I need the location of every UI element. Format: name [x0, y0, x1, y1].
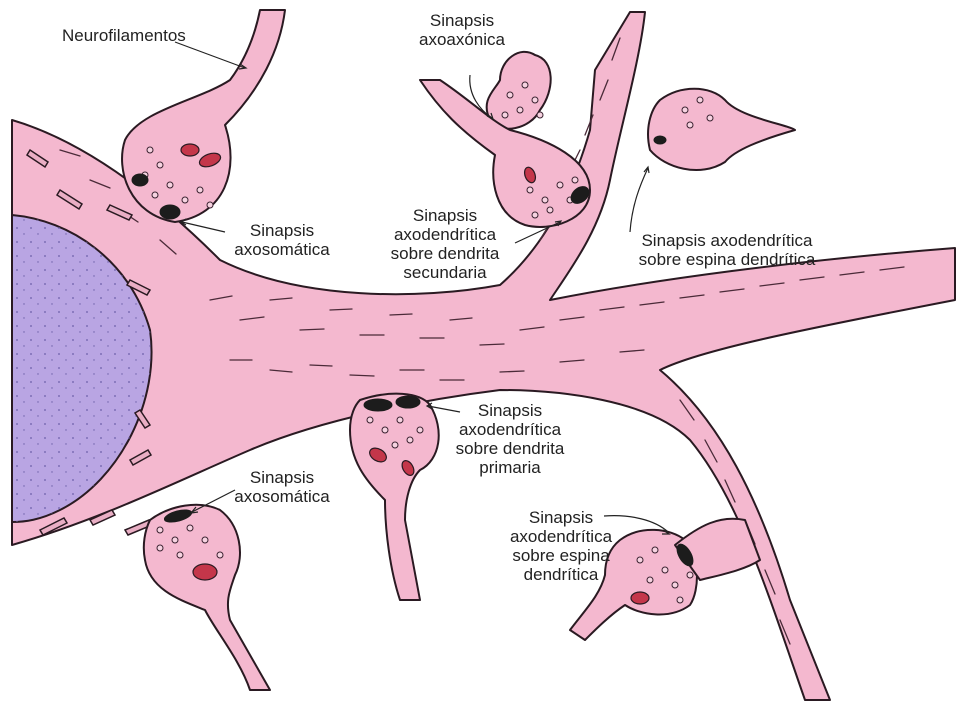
mitochondria — [180, 143, 650, 605]
label-sinapsis-axodendritica-primaria: Sinapsis axodendrítica sobre dendrita pr… — [455, 401, 565, 477]
label-neurofilamentos: Neurofilamentos — [62, 26, 186, 45]
leader-arrows — [174, 41, 671, 535]
neuron-body — [11, 11, 956, 701]
label-sinapsis-axodendritica-espina-top: Sinapsis axodendrítica sobre espina dend… — [638, 231, 816, 269]
label-sinapsis-axodendritica-espina-bottom: Sinapsis axodendrítica sobre espina dend… — [509, 508, 613, 584]
label-sinapsis-axodendritica-secundaria: Sinapsis axodendrítica sobre dendrita se… — [390, 206, 500, 282]
axon-terminals — [121, 9, 796, 691]
synaptic-contacts — [131, 135, 694, 567]
label-sinapsis-axosomatica-top: Sinapsis axosomática — [234, 221, 330, 259]
label-sinapsis-axosomatica-bottom: Sinapsis axosomática — [234, 468, 330, 506]
label-sinapsis-axoaxonica: Sinapsis axoaxónica — [418, 11, 505, 49]
synaptic-vesicles — [141, 81, 714, 604]
organelles — [25, 148, 154, 536]
